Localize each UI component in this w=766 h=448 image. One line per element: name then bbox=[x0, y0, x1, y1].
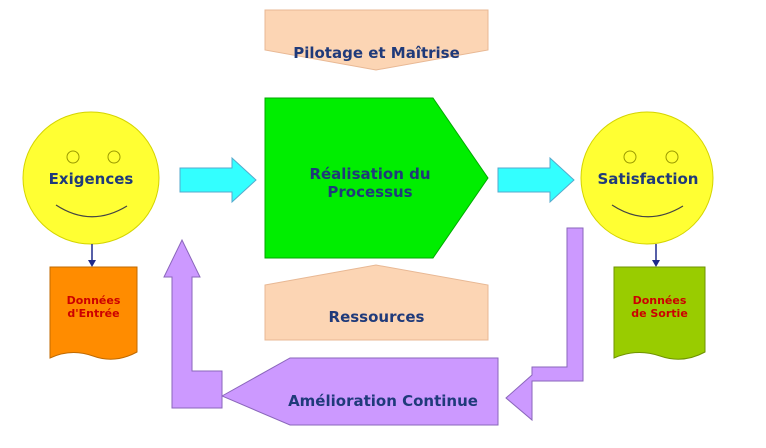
smile-icon bbox=[55, 204, 128, 218]
left-eye-icon bbox=[623, 150, 637, 164]
feedback-left-arrow bbox=[163, 238, 223, 409]
right-connector-arrow bbox=[652, 244, 660, 267]
left-connector-arrow bbox=[88, 244, 96, 267]
realisation-label: Réalisation du Processus bbox=[309, 165, 431, 201]
donnees-entree-label: Données d'Entrée bbox=[66, 293, 121, 320]
right-eye-icon bbox=[665, 150, 679, 164]
pilotage-label: Pilotage et Maîtrise bbox=[293, 44, 460, 62]
amelioration-arrow bbox=[220, 357, 499, 426]
left-eye-icon bbox=[66, 150, 80, 164]
feedback-right-arrow bbox=[505, 227, 584, 422]
pilotage-shape bbox=[264, 9, 489, 71]
input-arrow bbox=[179, 156, 257, 204]
donnees-sortie-doc bbox=[613, 266, 706, 360]
amelioration-label: Amélioration Continue bbox=[288, 392, 478, 410]
exigences-label: Exigences bbox=[48, 170, 134, 188]
output-arrow bbox=[497, 156, 575, 204]
ressources-shape bbox=[264, 264, 489, 341]
realisation-shape bbox=[264, 97, 489, 259]
donnees-sortie-label: Données de Sortie bbox=[631, 293, 688, 320]
smile-icon bbox=[611, 204, 684, 218]
ressources-label: Ressources bbox=[328, 308, 425, 326]
donnees-entree-doc bbox=[49, 266, 138, 360]
satisfaction-smiley bbox=[580, 111, 714, 245]
exigences-smiley bbox=[22, 111, 160, 245]
satisfaction-label: Satisfaction bbox=[597, 170, 699, 188]
right-eye-icon bbox=[107, 150, 121, 164]
